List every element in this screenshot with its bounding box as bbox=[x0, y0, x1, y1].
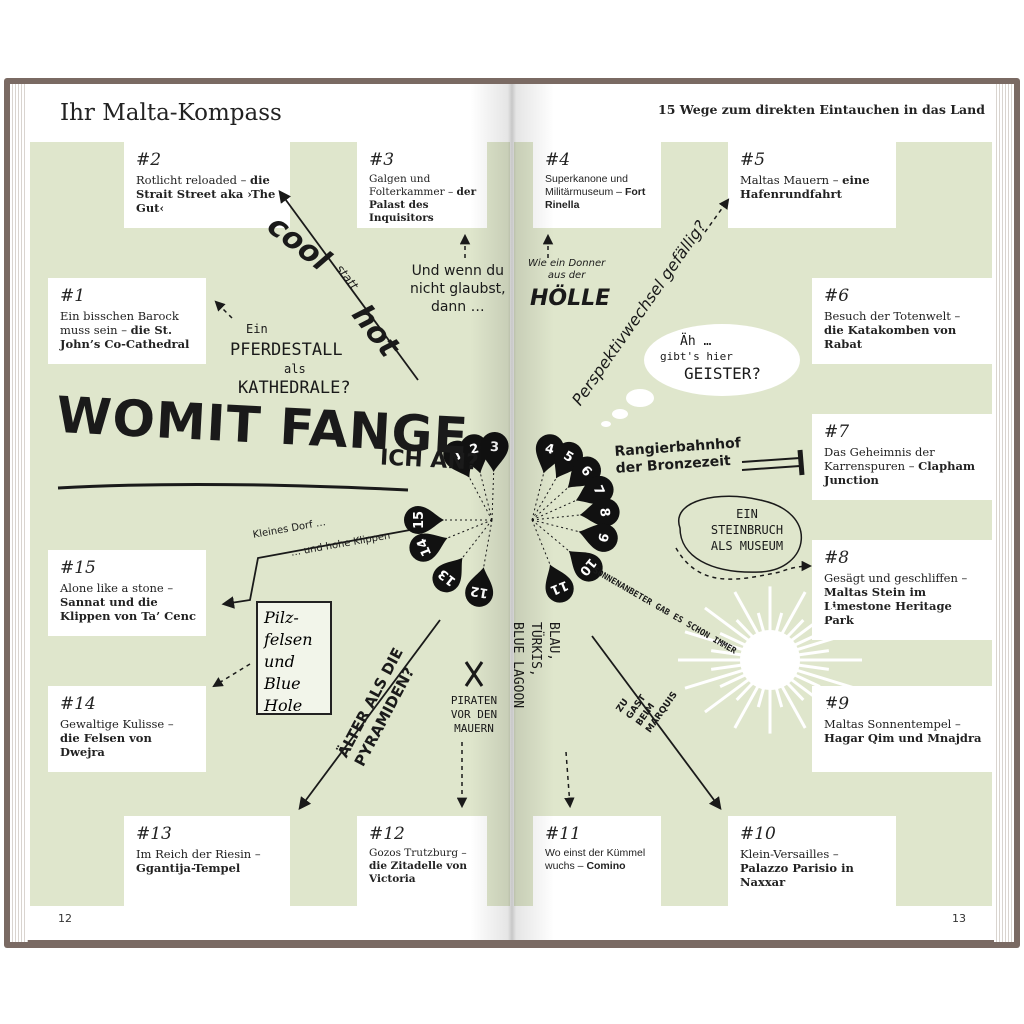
card-number: #7 bbox=[824, 422, 850, 442]
text-geister: GEISTER? bbox=[684, 364, 762, 383]
text-aeh: Äh … bbox=[680, 334, 712, 349]
card-4: #4 Superkanone und Militärmuseum – Fort … bbox=[533, 142, 661, 228]
card-number: #11 bbox=[545, 824, 581, 844]
card-text: Das Geheimnis der Karrenspuren – Clapham… bbox=[824, 445, 976, 487]
card-3: #3 Galgen und Folterkammer – der Palast … bbox=[357, 142, 487, 228]
page-edges-left bbox=[10, 84, 28, 942]
text-und-wenn: Und wenn du nicht glaubst, dann … bbox=[410, 263, 506, 315]
card-text: Ein bisschen Barock muss sein – die St. … bbox=[60, 309, 190, 351]
text-hoelle: HÖLLE bbox=[530, 286, 611, 311]
card-text: Gesägt und geschliffen – Maltas Stein im… bbox=[824, 571, 968, 627]
page-title: Ihr Malta-Kompass bbox=[60, 100, 282, 126]
card-number: #1 bbox=[60, 286, 86, 306]
card-number: #10 bbox=[740, 824, 776, 844]
card-5: #5 Maltas Mauern – eine Hafenrundfahrt bbox=[728, 142, 896, 228]
card-15: #15 Alone like a stone – Sannat und die … bbox=[48, 550, 206, 636]
card-13: #13 Im Reich der Riesin – Ggantija-Tempe… bbox=[124, 816, 290, 906]
card-number: #12 bbox=[369, 824, 405, 844]
text-kathedrale: KATHEDRALE? bbox=[238, 378, 351, 398]
card-number: #2 bbox=[136, 150, 162, 170]
card-text: Rotlicht reloaded – die Strait Street ak… bbox=[136, 173, 276, 215]
card-9: #9 Maltas Sonnentempel – Hagar Qim und M… bbox=[812, 686, 992, 772]
text-steinbruch: EIN STEINBRUCH ALS MUSEUM bbox=[710, 507, 784, 553]
card-6: #6 Besuch der Totenwelt – die Katakomben… bbox=[812, 278, 992, 364]
page-number-right: 13 bbox=[952, 912, 966, 925]
card-number: #6 bbox=[824, 286, 850, 306]
card-text: Besuch der Totenwelt – die Katakomben vo… bbox=[824, 309, 961, 351]
text-als: als bbox=[284, 362, 306, 376]
text-gibts: gibt's hier bbox=[660, 350, 733, 363]
text-pferdestall: PFERDESTALL bbox=[230, 340, 343, 360]
pilzfelsen-box: Pilz- felsen und Blue Hole bbox=[256, 601, 332, 715]
card-7: #7 Das Geheimnis der Karrenspuren – Clap… bbox=[812, 414, 992, 500]
card-number: #9 bbox=[824, 694, 850, 714]
card-text: Gozos Trutzburg – die Zitadelle von Vict… bbox=[369, 847, 468, 885]
page-edges-right bbox=[994, 84, 1014, 942]
card-number: #3 bbox=[369, 150, 395, 170]
card-number: #15 bbox=[60, 558, 96, 578]
card-number: #5 bbox=[740, 150, 766, 170]
text-piraten: PIRATEN VOR DEN MAUERN bbox=[450, 694, 498, 735]
green-area-left bbox=[30, 142, 510, 906]
card-text: Wo einst der Kümmel wuchs – Comino bbox=[545, 847, 646, 872]
card-text: Alone like a stone – Sannat und die Klip… bbox=[60, 581, 196, 623]
page-subtitle: 15 Wege zum direkten Eintauchen in das L… bbox=[658, 102, 985, 117]
text-ein: Ein bbox=[246, 322, 268, 336]
card-10: #10 Klein-Versailles – Palazzo Parisio i… bbox=[728, 816, 896, 906]
card-number: #14 bbox=[60, 694, 96, 714]
card-8: #8 Gesägt und geschliffen – Maltas Stein… bbox=[812, 540, 992, 640]
page-number-left: 12 bbox=[58, 912, 72, 925]
headline-ich-an: ICH AN? bbox=[379, 445, 480, 476]
card-number: #8 bbox=[824, 548, 850, 568]
text-donner: Wie ein Donner aus der bbox=[528, 258, 606, 281]
card-text: Maltas Sonnentempel – Hagar Qim und Mnaj… bbox=[824, 717, 982, 745]
card-11: #11 Wo einst der Kümmel wuchs – Comino bbox=[533, 816, 661, 906]
card-1: #1 Ein bisschen Barock muss sein – die S… bbox=[48, 278, 206, 364]
card-text: Superkanone und Militärmuseum – Fort Rin… bbox=[545, 173, 646, 211]
card-14: #14 Gewaltige Kulisse – die Felsen von D… bbox=[48, 686, 206, 772]
text-blau-tuerkis: BLAU, TÜRKIS, BLUE LAGOON bbox=[510, 622, 561, 709]
card-text: Im Reich der Riesin – Ggantija-Tempel bbox=[136, 847, 261, 875]
card-12: #12 Gozos Trutzburg – die Zitadelle von … bbox=[357, 816, 487, 906]
card-2: #2 Rotlicht reloaded – die Strait Street… bbox=[124, 142, 290, 228]
card-number: #13 bbox=[136, 824, 172, 844]
card-text: Gewaltige Kulisse – die Felsen von Dwejr… bbox=[60, 717, 174, 759]
card-number: #4 bbox=[545, 150, 571, 170]
card-text: Maltas Mauern – eine Hafenrundfahrt bbox=[740, 173, 870, 201]
card-text: Galgen und Folterkammer – der Palast des… bbox=[369, 173, 477, 224]
card-text: Klein-Versailles – Palazzo Parisio in Na… bbox=[740, 847, 854, 889]
